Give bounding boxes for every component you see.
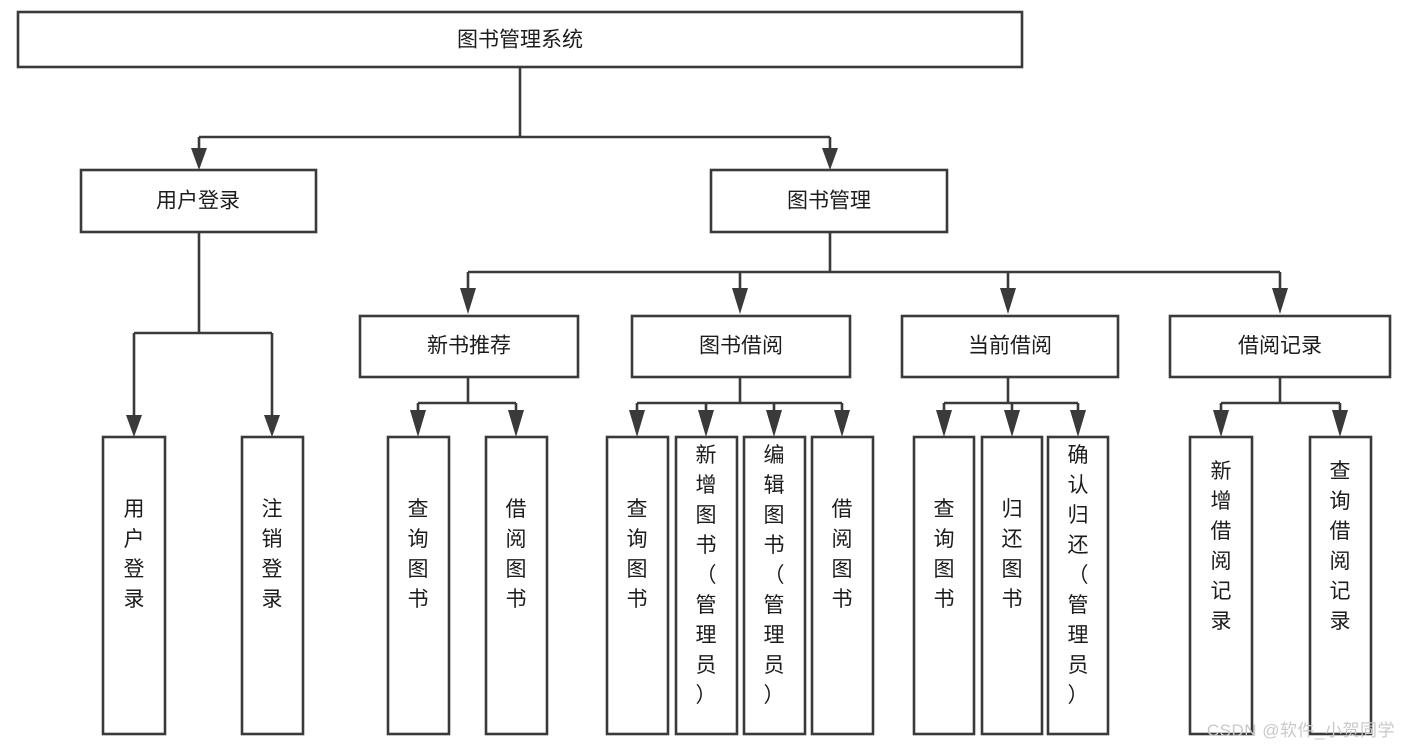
node-book-manage-box[interactable]: [709, 168, 949, 234]
node-root-box[interactable]: [16, 10, 1024, 69]
node-user-login[interactable]: 用户登录: [79, 168, 318, 234]
node-current-borrow[interactable]: 当前借阅: [900, 314, 1120, 379]
node-book-borrow-box[interactable]: [630, 314, 852, 379]
node-leaf-logout-box[interactable]: [240, 435, 305, 736]
node-leaf-return-book-box[interactable]: [980, 435, 1044, 736]
node-leaf-query-book-2[interactable]: 查询图书: [605, 435, 670, 736]
arrow-head-new-book-recommend: [460, 288, 476, 314]
node-leaf-query-book-3-label: 查询图书: [934, 498, 955, 611]
node-leaf-add-book-label: 新增图书（管理员）: [696, 444, 717, 707]
node-leaf-query-book-2-box[interactable]: [605, 435, 670, 736]
node-borrow-record-label: 借阅记录: [1238, 335, 1322, 358]
connector-group-root: [191, 67, 838, 170]
node-user-login-box[interactable]: [79, 168, 318, 234]
node-leaf-query-record[interactable]: 查询借阅记录: [1308, 435, 1373, 736]
node-leaf-user-login-label: 用户登录: [124, 498, 145, 611]
node-leaf-confirm-return[interactable]: 确认归还（管理员）: [1046, 435, 1110, 736]
node-current-borrow-box[interactable]: [900, 314, 1120, 379]
node-leaf-user-login[interactable]: 用户登录: [101, 435, 167, 736]
node-leaf-add-book-box[interactable]: [674, 435, 739, 736]
node-leaf-borrow-book-2-label: 借阅图书: [832, 498, 853, 611]
arrow-head-leaf-user-login: [126, 415, 142, 437]
node-leaf-add-record[interactable]: 新增借阅记录: [1188, 435, 1254, 736]
node-book-manage-label: 图书管理: [787, 190, 871, 213]
node-leaf-edit-book[interactable]: 编辑图书（管理员）: [742, 435, 807, 736]
arrow-head-leaf-add-book: [698, 410, 714, 437]
connector-group-current-borrow: [936, 377, 1086, 437]
node-leaf-logout-label: 注销登录: [262, 498, 283, 611]
connector-group-book-manage: [460, 232, 1288, 314]
node-book-borrow-label: 图书借阅: [699, 335, 783, 358]
node-leaf-edit-book-box[interactable]: [742, 435, 807, 736]
arrow-head-borrow-record: [1272, 288, 1288, 314]
node-leaf-confirm-return-label: 确认归还（管理员）: [1068, 444, 1089, 707]
arrow-head-leaf-return-book: [1004, 410, 1020, 437]
arrow-head-leaf-edit-book: [766, 410, 782, 437]
node-leaf-borrow-book-1[interactable]: 借阅图书: [484, 435, 549, 736]
arrow-head-book-borrow: [732, 288, 748, 314]
arrow-head-leaf-confirm-return: [1070, 410, 1086, 437]
node-leaf-query-book-1-box[interactable]: [386, 435, 451, 736]
node-leaf-query-book-3[interactable]: 查询图书: [912, 435, 976, 736]
node-leaf-return-book-label: 归还图书: [1002, 498, 1023, 611]
node-book-manage[interactable]: 图书管理: [709, 168, 949, 234]
arrow-head-leaf-add-record: [1213, 410, 1229, 437]
node-leaf-confirm-return-box[interactable]: [1046, 435, 1110, 736]
node-new-book-recommend[interactable]: 新书推荐: [358, 314, 580, 379]
connector-group-new-book-recommend: [410, 377, 524, 437]
node-leaf-query-record-box[interactable]: [1308, 435, 1373, 736]
node-leaf-query-book-3-box[interactable]: [912, 435, 976, 736]
node-borrow-record[interactable]: 借阅记录: [1168, 314, 1392, 379]
arrow-head-leaf-logout: [264, 415, 280, 437]
node-leaf-add-record-label: 新增借阅记录: [1211, 460, 1232, 633]
arrow-head-leaf-query-book-3: [936, 410, 952, 437]
node-leaf-query-book-1-label: 查询图书: [408, 498, 429, 611]
node-leaf-add-record-box[interactable]: [1188, 435, 1254, 736]
connector-group-user-login: [126, 232, 280, 437]
node-leaf-borrow-book-1-label: 借阅图书: [506, 498, 527, 611]
node-book-borrow[interactable]: 图书借阅: [630, 314, 852, 379]
node-leaf-borrow-book-2[interactable]: 借阅图书: [810, 435, 875, 736]
node-leaf-query-book-1[interactable]: 查询图书: [386, 435, 451, 736]
node-leaf-user-login-box[interactable]: [101, 435, 167, 736]
connector-group-book-borrow: [629, 377, 850, 437]
arrow-head-leaf-borrow-book-2: [834, 410, 850, 437]
arrow-head-leaf-query-book-2: [629, 410, 645, 437]
arrow-head-leaf-query-book-1: [410, 410, 426, 437]
watermark: CSDN @软件_小贺同学: [1206, 721, 1395, 740]
node-new-book-recommend-label: 新书推荐: [427, 335, 511, 358]
arrow-head-current-borrow: [1000, 288, 1016, 314]
node-leaf-query-book-2-label: 查询图书: [627, 498, 648, 611]
node-leaf-borrow-book-1-box[interactable]: [484, 435, 549, 736]
connector-group-borrow-record: [1213, 377, 1348, 437]
node-leaf-logout[interactable]: 注销登录: [240, 435, 305, 736]
node-leaf-return-book[interactable]: 归还图书: [980, 435, 1044, 736]
node-root-label: 图书管理系统: [457, 29, 583, 52]
node-root[interactable]: 图书管理系统: [16, 10, 1024, 69]
node-leaf-query-record-label: 查询借阅记录: [1330, 460, 1351, 633]
arrow-head-leaf-query-record: [1332, 410, 1348, 437]
node-leaf-borrow-book-2-box[interactable]: [810, 435, 875, 736]
node-leaf-edit-book-label: 编辑图书（管理员）: [764, 444, 785, 707]
node-current-borrow-label: 当前借阅: [968, 335, 1052, 358]
arrow-head-book-manage: [822, 148, 838, 170]
node-borrow-record-box[interactable]: [1168, 314, 1392, 379]
node-new-book-recommend-box[interactable]: [358, 314, 580, 379]
arrow-head-leaf-borrow-book-1: [508, 410, 524, 437]
arrow-head-user-login: [191, 148, 207, 170]
node-user-login-label: 用户登录: [156, 190, 240, 213]
node-leaf-add-book[interactable]: 新增图书（管理员）: [674, 435, 739, 736]
